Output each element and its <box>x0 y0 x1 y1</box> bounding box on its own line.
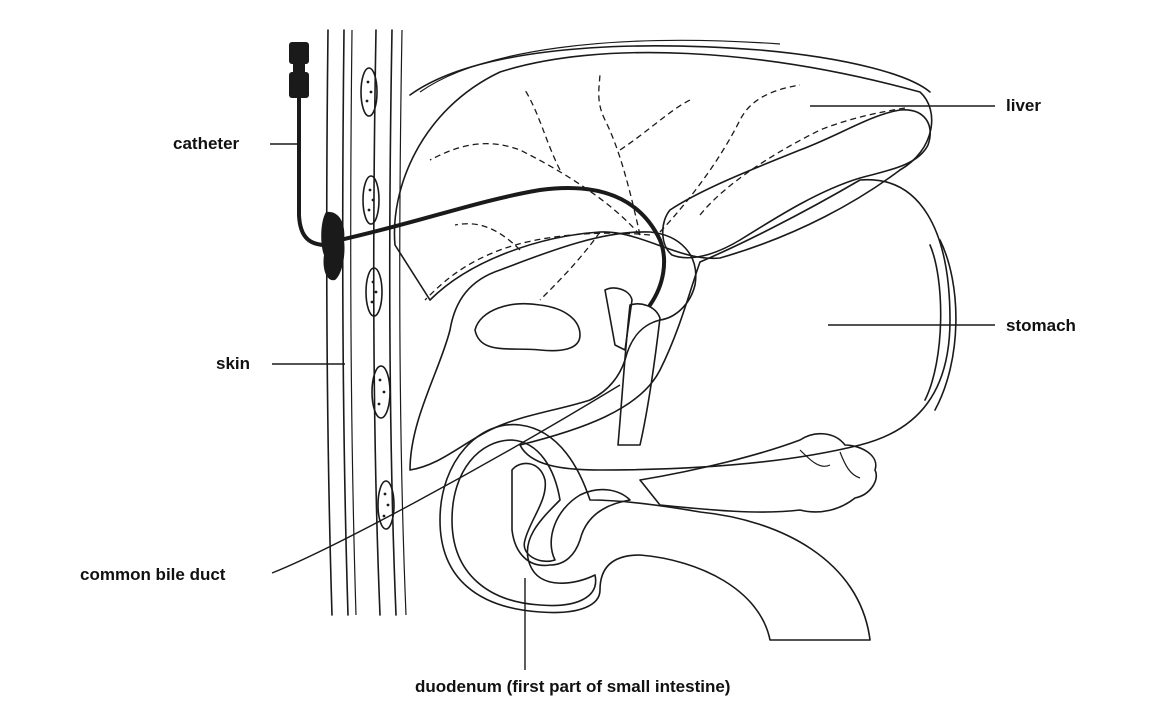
label-common-bile-duct: common bile duct <box>80 565 226 584</box>
catheter <box>289 42 667 307</box>
hepatic-duct <box>661 109 931 259</box>
common-bile-duct-leader <box>271 384 621 574</box>
pancreas <box>639 432 877 513</box>
duodenum <box>439 423 871 641</box>
label-stomach: stomach <box>1006 316 1076 335</box>
stomach <box>519 178 957 471</box>
label-duodenum: duodenum (first part of small intestine) <box>415 677 730 696</box>
label-catheter: catheter <box>173 134 240 153</box>
abdominal-wall <box>326 29 407 616</box>
muscle-fibres <box>360 67 395 530</box>
intrahepatic-ducts <box>424 71 906 301</box>
gallbladder <box>409 231 697 471</box>
label-liver: liver <box>1006 96 1041 115</box>
common-bile-duct <box>604 287 661 446</box>
leader-lines <box>270 105 995 670</box>
label-skin: skin <box>216 354 250 373</box>
